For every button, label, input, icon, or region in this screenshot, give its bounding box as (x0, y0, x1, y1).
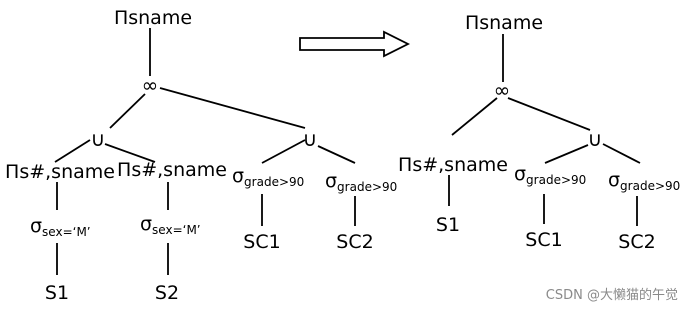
edge-right-union-grade-a (544, 144, 589, 164)
edge-left-join-union-left (109, 93, 146, 129)
sigma-symbol: σ (30, 215, 42, 237)
right-select-grade-a: σgrade>90 (514, 163, 586, 187)
left-select-sex-b: σsex=‘M’ (140, 213, 201, 237)
right-select-grade-b: σgrade>90 (608, 169, 680, 193)
edge-right-union-grade-b (602, 143, 641, 164)
left-leaf-sc1: SC1 (243, 231, 280, 253)
left-projection-b: Πs#,sname (117, 159, 227, 181)
left-select-grade-b: σgrade>90 (325, 170, 397, 194)
sigma-symbol: σ (514, 163, 526, 185)
edge-right-join-union (507, 97, 591, 131)
sigma-symbol: σ (608, 169, 620, 191)
edge-left-unionl-projb (104, 143, 156, 163)
edge-left-join-union-right (159, 87, 306, 129)
right-arrow-icon (299, 30, 411, 58)
left-leaf-s2: S2 (155, 282, 179, 304)
edge-left-unionr-grade-b (317, 145, 356, 164)
edge-right-join-proj (451, 97, 498, 136)
left-select-grade-a: σgrade>90 (232, 165, 304, 189)
sigma-symbol: σ (325, 170, 337, 192)
right-projection: Πs#,sname (398, 154, 508, 176)
select-condition: grade>90 (244, 175, 304, 189)
right-join-symbol: ∞ (494, 78, 511, 102)
sigma-symbol: σ (140, 213, 152, 235)
right-union-symbol: ∪ (588, 127, 603, 151)
right-leaf-sc1: SC1 (525, 229, 562, 251)
select-condition: sex=‘M’ (42, 225, 91, 239)
csdn-watermark: CSDN @大懒猫的午觉 (546, 287, 678, 303)
left-root-projection: Πsname (114, 7, 192, 29)
left-select-sex-a: σsex=‘M’ (30, 215, 91, 239)
select-condition: sex=‘M’ (152, 223, 201, 237)
left-join-symbol: ∞ (142, 73, 159, 97)
left-tree: Πsname ∞ ∪ ∪ Πs#,sname Πs#,sname σgrade>… (5, 7, 397, 304)
left-leaf-sc2: SC2 (336, 231, 373, 253)
right-leaf-s1: S1 (436, 214, 460, 236)
left-union-left-symbol: ∪ (91, 127, 106, 151)
right-tree: Πsname ∞ ∪ Πs#,sname σgrade>90 σgrade>90… (398, 12, 680, 253)
right-root-projection: Πsname (465, 12, 543, 34)
left-leaf-s1: S1 (45, 282, 69, 304)
select-condition: grade>90 (620, 179, 680, 193)
select-condition: grade>90 (337, 180, 397, 194)
select-condition: grade>90 (526, 173, 586, 187)
sigma-symbol: σ (232, 165, 244, 187)
left-union-right-symbol: ∪ (303, 127, 318, 151)
edge-left-unionl-proja (54, 139, 91, 163)
left-projection-a: Πs#,sname (5, 161, 115, 183)
edge-left-unionr-grade-a (261, 139, 306, 164)
right-leaf-sc2: SC2 (618, 231, 655, 253)
